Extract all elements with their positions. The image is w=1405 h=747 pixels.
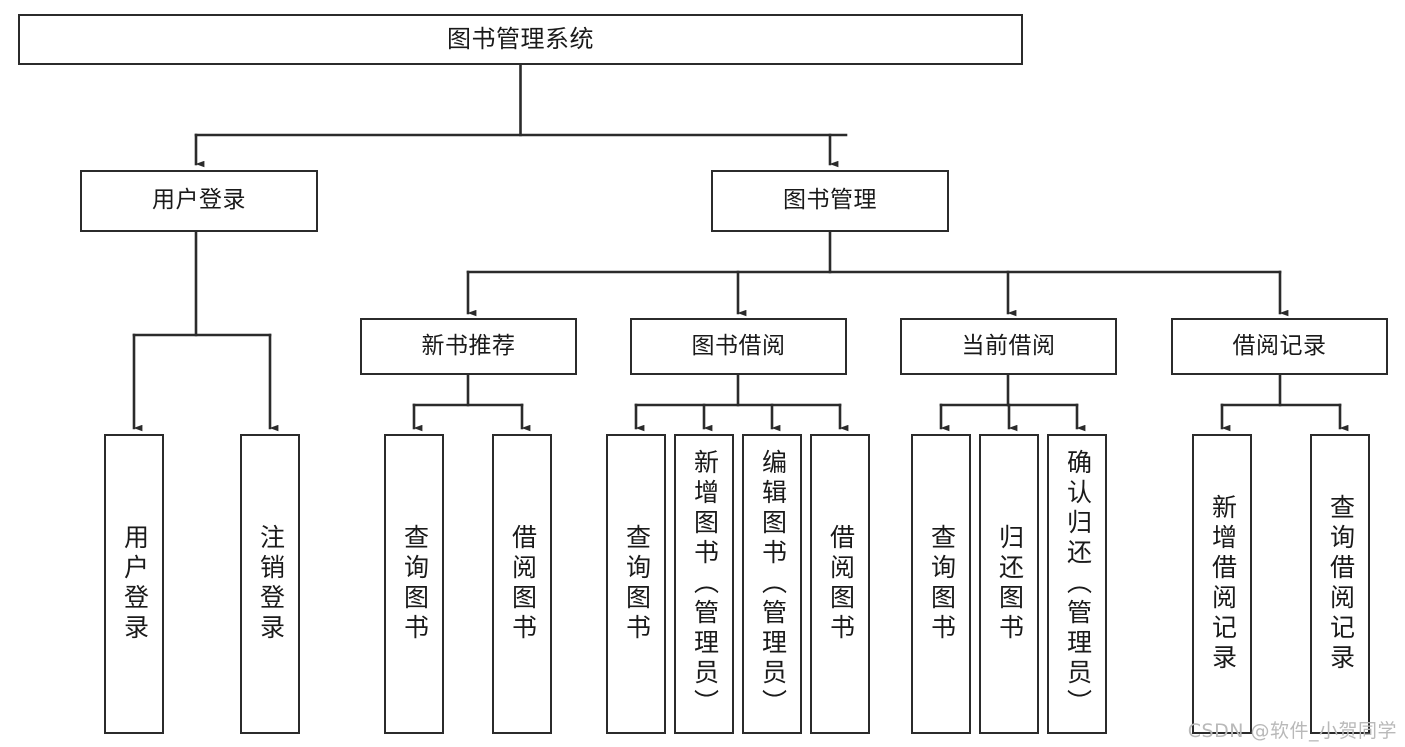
node-label: 新书推荐 [421,332,516,359]
leaf-newbook-borrow-books[interactable]: 借阅图书 [492,434,552,734]
leaf-borrowrecord-add-record[interactable]: 新增借阅记录 [1192,434,1252,734]
leaf-currentborrow-return-books[interactable]: 归还图书 [979,434,1039,734]
leaf-bookborrow-add-book-admin[interactable]: 新增图书（管理员） [674,434,734,734]
node-user-login[interactable]: 用户登录 [80,170,318,232]
leaf-bookborrow-edit-book-admin[interactable]: 编辑图书（管理员） [742,434,802,734]
node-label: 图书管理系统 [447,25,594,54]
watermark-text: CSDN @软件_小贺同学 [1187,720,1397,742]
node-label: 图书借阅 [691,332,786,359]
node-label: 当前借阅 [961,332,1056,359]
leaf-bookborrow-borrow-books[interactable]: 借阅图书 [810,434,870,734]
node-label: 编辑图书（管理员） [758,449,788,719]
node-label: 借阅记录 [1232,332,1327,359]
node-label: 查询图书 [622,524,652,644]
leaf-user-login[interactable]: 用户登录 [104,434,164,734]
node-book-management[interactable]: 图书管理 [711,170,949,232]
leaf-borrowrecord-query-record[interactable]: 查询借阅记录 [1310,434,1370,734]
node-label: 查询图书 [400,524,430,644]
leaf-bookborrow-query-books[interactable]: 查询图书 [606,434,666,734]
node-label: 确认归还（管理员） [1063,449,1093,719]
node-current-borrowing[interactable]: 当前借阅 [900,318,1117,375]
node-label: 图书管理 [783,187,877,214]
node-book-borrowing[interactable]: 图书借阅 [630,318,847,375]
leaf-logout[interactable]: 注销登录 [240,434,300,734]
node-new-book-recommendation[interactable]: 新书推荐 [360,318,577,375]
leaf-currentborrow-confirm-return-admin[interactable]: 确认归还（管理员） [1047,434,1107,734]
node-label: 新增图书（管理员） [690,449,720,719]
node-label: 借阅图书 [826,524,856,644]
node-label: 查询图书 [927,524,957,644]
node-label: 用户登录 [152,187,246,214]
node-label: 新增借阅记录 [1208,494,1238,674]
node-label: 用户登录 [120,524,150,644]
node-root-book-management-system[interactable]: 图书管理系统 [18,14,1023,65]
node-label: 借阅图书 [508,524,538,644]
node-label: 查询借阅记录 [1326,494,1356,674]
leaf-currentborrow-query-books[interactable]: 查询图书 [911,434,971,734]
node-borrowing-record[interactable]: 借阅记录 [1171,318,1388,375]
node-label: 归还图书 [995,524,1025,644]
node-label: 注销登录 [256,524,286,644]
leaf-newbook-query-books[interactable]: 查询图书 [384,434,444,734]
